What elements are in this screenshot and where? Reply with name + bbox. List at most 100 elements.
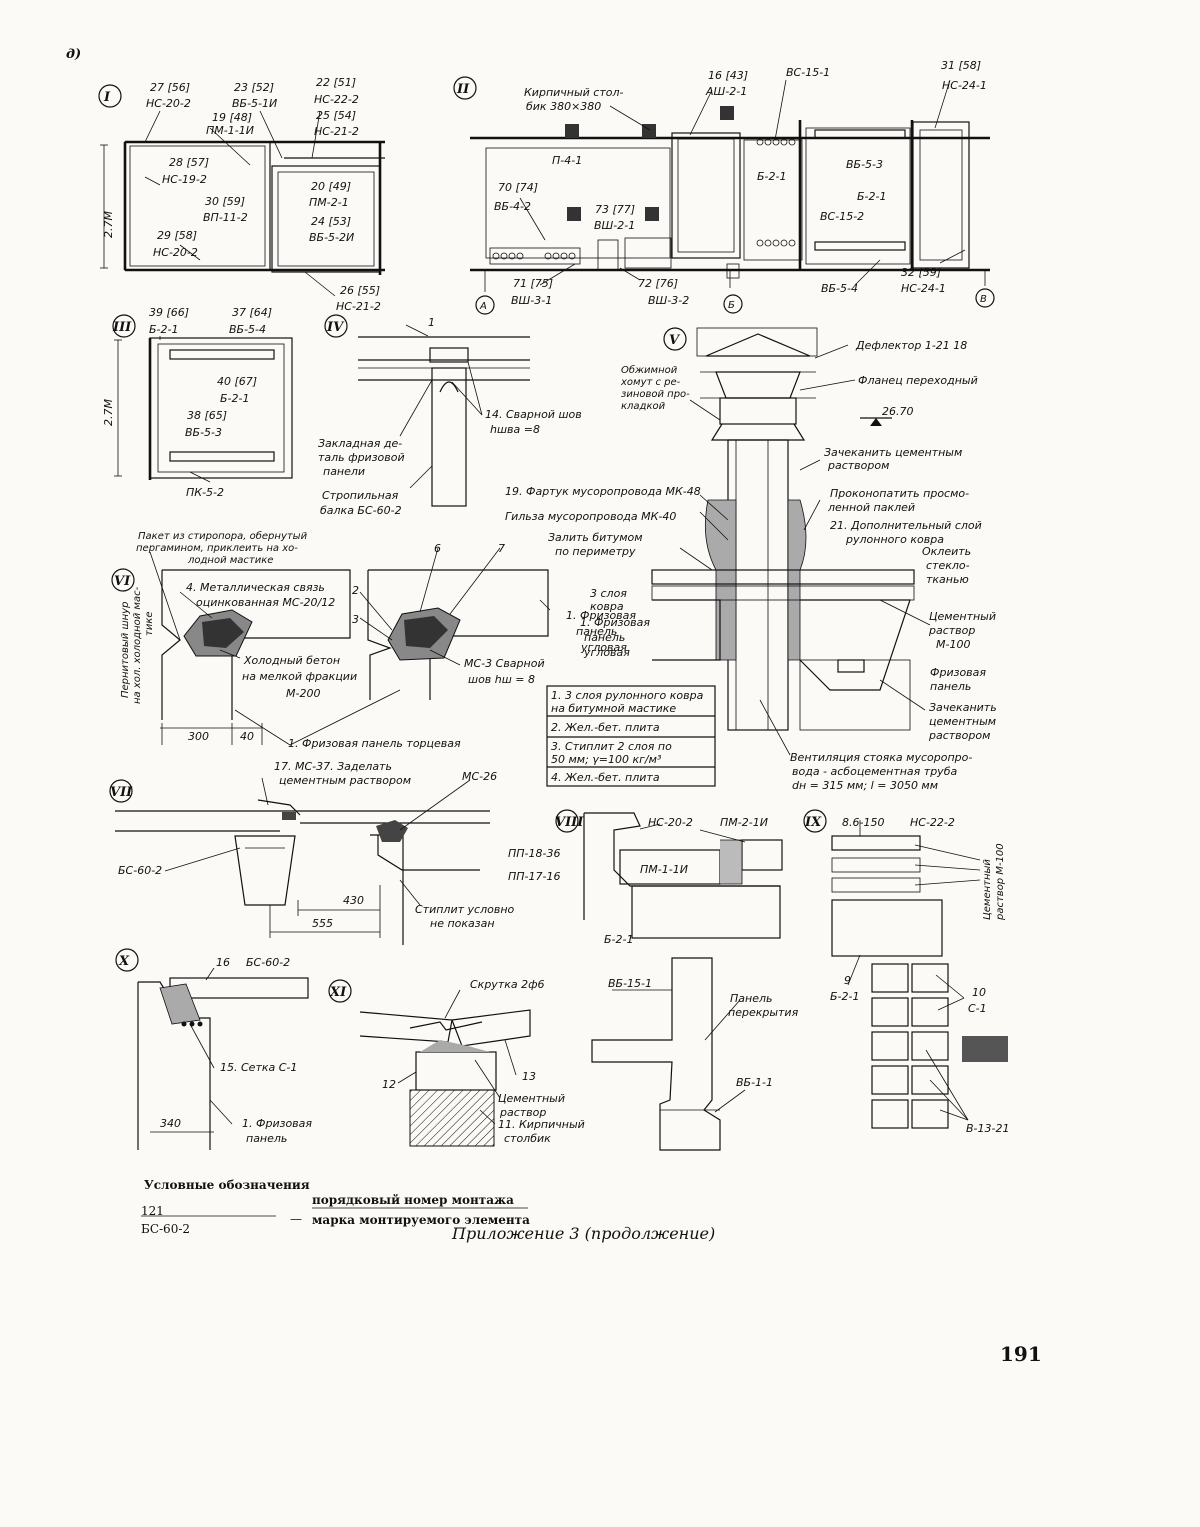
node-III: III 39 [66] Б-2-1 37 [64] ВБ-5-4 40 [67]… xyxy=(102,306,293,499)
n2-lbl-8: 70 [74] xyxy=(498,181,538,194)
n7-lbl-0: 17. МС-37. Заделать xyxy=(274,760,392,773)
n10-lbl-1: БС-60-2 xyxy=(246,956,290,969)
n2-lbl-10: 73 [77] xyxy=(595,203,635,216)
n1-lbl-2: 23 [52] xyxy=(234,81,274,94)
n2-lbl-5: 31 [58] xyxy=(941,59,981,72)
n5-lbl-20: 3 слоя xyxy=(590,587,627,600)
n4-lbl-4: таль фризовой xyxy=(318,451,405,464)
n11-lbl-4: раствор xyxy=(499,1106,546,1119)
n6-lbl-19: шов hш = 8 xyxy=(468,673,535,686)
node-II-numeral: II xyxy=(456,82,470,97)
n2-lbl-12: Б-2-1 xyxy=(757,170,786,183)
node-IX-marker xyxy=(803,809,827,833)
n6-lbl-9: 1. Фризовая xyxy=(566,609,636,622)
n5-lbl-7: Зачеканить цементным xyxy=(824,446,962,459)
node-VIII-numeral: VIII xyxy=(555,815,584,830)
n12-lbl-1: Панель xyxy=(730,992,773,1005)
n5-lbl-2: хомут с ре- xyxy=(620,377,681,388)
n2-lbl-2: 16 [43] xyxy=(708,69,748,82)
n1-lbl-0: 27 [56] xyxy=(150,81,190,94)
n1-lbl-6: 19 [48] xyxy=(212,111,252,124)
node-IV-marker xyxy=(324,314,348,338)
n9-lbl-5: Б-2-1 xyxy=(830,990,859,1003)
node-VI-marker xyxy=(111,568,135,592)
node-X-marker xyxy=(115,948,139,972)
node-V: V xyxy=(505,327,997,792)
n5-lbl-12: ленной паклей xyxy=(827,501,915,514)
n4-lbl-7: балка БС-60-2 xyxy=(320,504,402,517)
n8-lbl-2: ПМ-1-1И xyxy=(640,863,688,876)
n6-lbl-8: 7 xyxy=(498,542,505,555)
n8-lbl-0: НС-20-2 xyxy=(648,816,693,829)
n3-lbl-3: ВБ-5-4 xyxy=(229,323,266,336)
n5-lbl-34: на битумной мастике xyxy=(551,702,676,715)
node-beam-support: ВБ-15-1 Панель перекрытия ВБ-1-1 xyxy=(591,957,799,1151)
n2-lbl-22: НС-24-1 xyxy=(901,282,946,295)
n6-lbl-4: оцинкованная МС-20/12 xyxy=(196,596,335,609)
n3-lbl-4: 40 [67] xyxy=(217,375,257,388)
n1-lbl-9: НС-21-2 xyxy=(314,125,359,138)
n1-lbl-15: ВП-11-2 xyxy=(203,211,248,224)
n5-lbl-6: 26.70 xyxy=(882,405,914,418)
n5-lbl-17: Оклеить xyxy=(922,545,971,558)
n5-lbl-30: Зачеканить xyxy=(929,701,997,714)
n5-lbl-1: Обжимной xyxy=(621,364,678,376)
node-V-marker xyxy=(663,327,687,351)
n12-lbl-0: ВБ-15-1 xyxy=(608,977,652,990)
n2-lbl-6: НС-24-1 xyxy=(942,79,987,92)
n5-lbl-9: 19. Фартук мусоропровода МК-48 xyxy=(505,485,701,498)
n1-lbl-22: 2.7М xyxy=(102,211,115,238)
n5-lbl-23: панель xyxy=(584,631,625,644)
node-I-numeral: I xyxy=(103,90,111,105)
n5-lbl-28: Фризовая xyxy=(930,666,986,679)
n9-lbl-6: 10 xyxy=(972,986,986,999)
n1-lbl-10: 28 [57] xyxy=(169,156,209,169)
legend-desc-number: порядковый номер монтажа xyxy=(312,1193,514,1207)
n7-lbl-6: 430 xyxy=(343,894,364,907)
n11-lbl-3: Цементный xyxy=(498,1092,565,1105)
n5-lbl-18: стекло- xyxy=(926,559,970,572)
n10-lbl-2: 15. Сетка С-1 xyxy=(220,1061,297,1074)
n1-lbl-21: НС-21-2 xyxy=(336,300,381,313)
n5-lbl-37: 50 мм; γ=100 кг/м³ xyxy=(551,753,662,766)
n5-lbl-31: цементным xyxy=(929,715,996,728)
n5-lbl-8: раствором xyxy=(827,459,889,472)
n11-lbl-2: 13 xyxy=(522,1070,536,1083)
n6-lbl-14: тике xyxy=(144,611,155,636)
axis-a: А xyxy=(479,301,487,312)
n6-lbl-2: лодной мастике xyxy=(187,555,273,566)
n5-lbl-32: раствором xyxy=(928,729,990,742)
node-IX: IX 8.6-150 НС-22-2 Цементный раствор М-1… xyxy=(803,809,1009,1135)
n6-lbl-0: Пакет из стиропора, обернутый xyxy=(138,530,308,542)
n1-lbl-20: 26 [55] xyxy=(340,284,380,297)
n9-lbl-4: 9 xyxy=(844,974,851,987)
n1-lbl-14: 30 [59] xyxy=(205,195,245,208)
legend-sample-mark: БС-60-2 xyxy=(141,1222,191,1236)
legend-title: Условные обозначения xyxy=(144,1178,310,1192)
node-XI: XI Скрутка 2ф6 12 13 Цементный раствор 1… xyxy=(328,978,585,1147)
n7-lbl-1: цементным раствором xyxy=(279,774,411,787)
n6-lbl-7: 6 xyxy=(434,542,441,555)
n1-lbl-3: ВБ-5-1И xyxy=(232,97,277,110)
n6-lbl-13: на хол. холодной мас- xyxy=(132,586,143,704)
node-IX-numeral: IX xyxy=(804,815,822,830)
node-VII: VII 17. МС-37. Заделать цементным раство… xyxy=(109,760,560,945)
n5-lbl-35: 2. Жел.-бет. плита xyxy=(551,721,660,734)
n5-lbl-13: 21. Дополнительный слой xyxy=(830,519,982,532)
n6-lbl-12: Пернитовый шнур xyxy=(120,602,131,698)
n7-lbl-4: ПП-18-36 xyxy=(508,847,560,860)
n11-lbl-5: 11. Кирпичный xyxy=(498,1118,585,1131)
n5-lbl-14: рулонного ковра xyxy=(845,533,944,546)
n12-lbl-3: ВБ-1-1 xyxy=(736,1076,773,1089)
n7-lbl-2: МС-26 xyxy=(462,770,497,783)
n1-lbl-18: 29 [58] xyxy=(157,229,197,242)
n5-lbl-19: тканью xyxy=(926,573,969,586)
n1-lbl-1: НС-20-2 xyxy=(146,97,191,110)
node-I-marker xyxy=(98,84,122,108)
n9-lbl-7: С-1 xyxy=(968,1002,987,1015)
node-VIII-marker xyxy=(555,809,579,833)
n5-lbl-22: 1. Фризовая xyxy=(580,616,650,629)
n2-lbl-19: ВШ-3-2 xyxy=(648,294,689,307)
n5-lbl-21: ковра xyxy=(590,600,624,613)
legend-sample-number: 121 xyxy=(141,1204,164,1218)
